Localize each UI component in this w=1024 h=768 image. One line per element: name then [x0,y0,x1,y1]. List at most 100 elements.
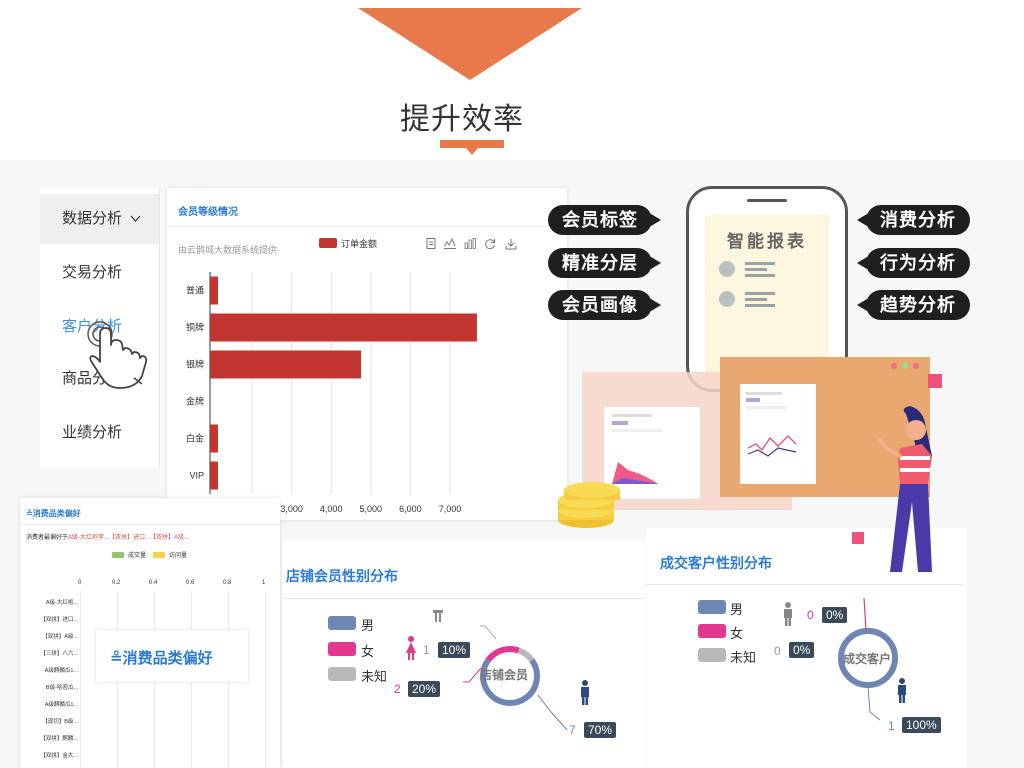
legend-swatch-male[interactable] [328,616,356,630]
category-label: 【双拼】金大... [40,753,78,759]
unknown-count: 0 [774,644,781,658]
category-label: 【双拼】进口... [40,617,78,623]
unknown-percent: 10% [438,642,471,658]
legend-swatch-male[interactable] [698,600,726,614]
hero-underline [440,140,504,148]
menu-item-label: 业绩分析 [62,424,123,441]
bar [210,461,218,490]
female-percent: 20% [408,681,441,697]
category-label: 银牌 [186,359,204,370]
description-items: A级-大红袍李...【双拼】进口...【双拼】A级... [68,535,190,541]
menu-item-trade-analysis[interactable]: 交易分析 [40,248,160,298]
axis-tick: 0.8 [223,580,232,586]
legend-label-deals[interactable]: 成交量 [128,553,147,559]
category-label: A级麒麟瓜1... [44,702,78,708]
donut-segment-male [838,628,898,688]
category-preference-panel: ≗消费品类偏好 消费者最偏好于A级-大红袍李...【双拼】进口...【双拼】A级… [20,498,280,768]
leader-line [480,625,497,640]
unknown-count: 1 [423,643,430,657]
legend-label-male[interactable]: 男 [730,602,744,617]
bar-switch-icon[interactable] [464,238,476,249]
axis-tick: 0.2 [112,580,121,586]
unknown-person-icon [784,602,792,626]
female-count: 0 [807,608,814,622]
tag-member-label: 会员标签 [548,205,661,235]
category-label: B级-哈密瓜... [45,685,78,691]
leader-line [863,597,867,631]
legend-label[interactable]: 订单金额 [341,239,378,249]
female-count: 2 [394,682,401,696]
hero-title: 提升效率 [400,103,524,136]
callout-title: ≗消费品类偏好 [110,650,213,667]
axis-tick: 0.4 [149,580,158,586]
legend-label-male[interactable]: 男 [361,618,375,633]
grid-line [265,591,266,768]
menu-divider [159,188,160,468]
store-gender-panel: 店铺会员性别分布 男 女 未知 店铺会员 1 10% 2 20% 7 70% [283,540,645,768]
panel-subtitle: 由云鹊城大数据系统提供 [178,245,278,255]
category-label: A级-大红袍... [45,600,78,606]
legend-swatch-unknown[interactable] [328,667,356,681]
data-view-icon[interactable] [425,238,436,249]
legend-swatch-female[interactable] [328,642,356,656]
deal-gender-donut [784,597,906,721]
tag-precise-layering: 精准分层 [548,248,661,278]
refresh-icon[interactable] [484,238,495,250]
member-level-panel: 会员等级情况 由云鹊城大数据系统提供 订单金额 ,0003,0004,0005,… [167,188,567,520]
legend-label-unknown[interactable]: 未知 [730,650,757,665]
line-switch-icon[interactable] [444,237,456,249]
category-label: 【三拼】八六... [40,651,78,657]
category-label: 【双拼】A级... [42,634,78,640]
grid-line [80,591,81,768]
male-percent: 70% [584,722,617,738]
axis-tick: 1 [262,580,266,586]
x-tick-label: 6,000 [399,504,422,514]
legend-label-female[interactable]: 女 [361,644,375,659]
legend-swatch[interactable] [319,238,337,248]
legend-label-female[interactable]: 女 [730,626,744,641]
header-triangle [358,8,582,80]
bar [210,276,218,305]
menu-item-label: 数据分析 [62,210,123,227]
legend-label-visits[interactable]: 访问量 [169,553,188,559]
report-list-icon [719,261,775,307]
tag-behavior-analysis: 行为分析 [857,248,970,278]
unknown-percent: 0% [789,642,815,658]
panel-divider [283,598,645,599]
legend-label-unknown[interactable]: 未知 [361,669,388,684]
preference-description: 消费者最偏好于A级-大红袍李...【双拼】进口...【双拼】A级... [26,532,189,541]
category-label: 金牌 [186,396,204,407]
category-label: 【双拼】麒麟... [40,736,78,742]
description-prefix: 消费者最偏好于 [26,535,69,541]
legend-swatch-visits[interactable] [153,552,165,558]
category-label: 【现切】B级... [42,719,78,725]
legend-swatch-deals[interactable] [112,552,124,558]
x-tick-label: 5,000 [360,504,383,514]
tag-trend-analysis: 趋势分析 [857,290,970,320]
phone-screen: 智能报表 [705,215,829,385]
panel-title: 成交客户性别分布 [660,555,772,571]
tag-member-profile: 会员画像 [548,290,661,320]
download-icon[interactable] [505,238,517,250]
bar [210,350,362,379]
axis-tick: 0 [78,580,82,586]
male-count: 7 [569,723,576,737]
female-percent: 0% [822,607,848,623]
bar [210,313,477,342]
donut-segment-male [480,646,540,706]
panel-divider [646,584,962,585]
phone-title: 智能报表 [727,232,807,251]
preference-callout: ≗消费品类偏好 [96,630,248,682]
analytics-illustration [558,357,942,572]
member-level-bar-chart: ,0003,0004,0005,0006,0007,000普通铜牌银牌金牌白金V… [186,272,477,514]
unknown-person-icon [433,610,443,622]
pointer-hand-icon [84,318,154,392]
panel-divider [20,524,280,525]
legend-swatch-unknown[interactable] [698,648,726,662]
hero-underline-notch [466,148,478,155]
x-tick-label: 3,000 [280,504,303,514]
menu-item-performance-analysis[interactable]: 业绩分析 [40,408,160,458]
legend-swatch-female[interactable] [698,624,726,638]
menu-item-data-analysis[interactable]: 数据分析 [40,194,160,244]
bar [210,424,218,453]
